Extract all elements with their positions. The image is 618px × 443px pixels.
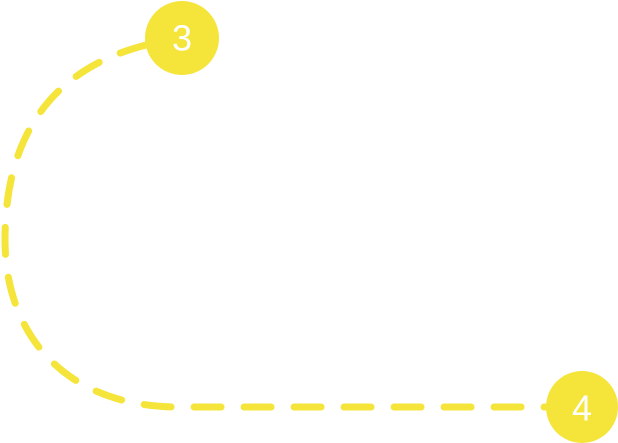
step-marker-4-label: 4: [572, 388, 592, 429]
step-marker-4-circle: [546, 371, 618, 443]
step-marker-3-label: 3: [172, 18, 192, 59]
step-marker-3: 3: [145, 1, 219, 75]
step-marker-3-circle: [145, 1, 219, 75]
step-marker-4: 4: [546, 371, 618, 443]
dashed-connector-path: [1, 41, 550, 411]
